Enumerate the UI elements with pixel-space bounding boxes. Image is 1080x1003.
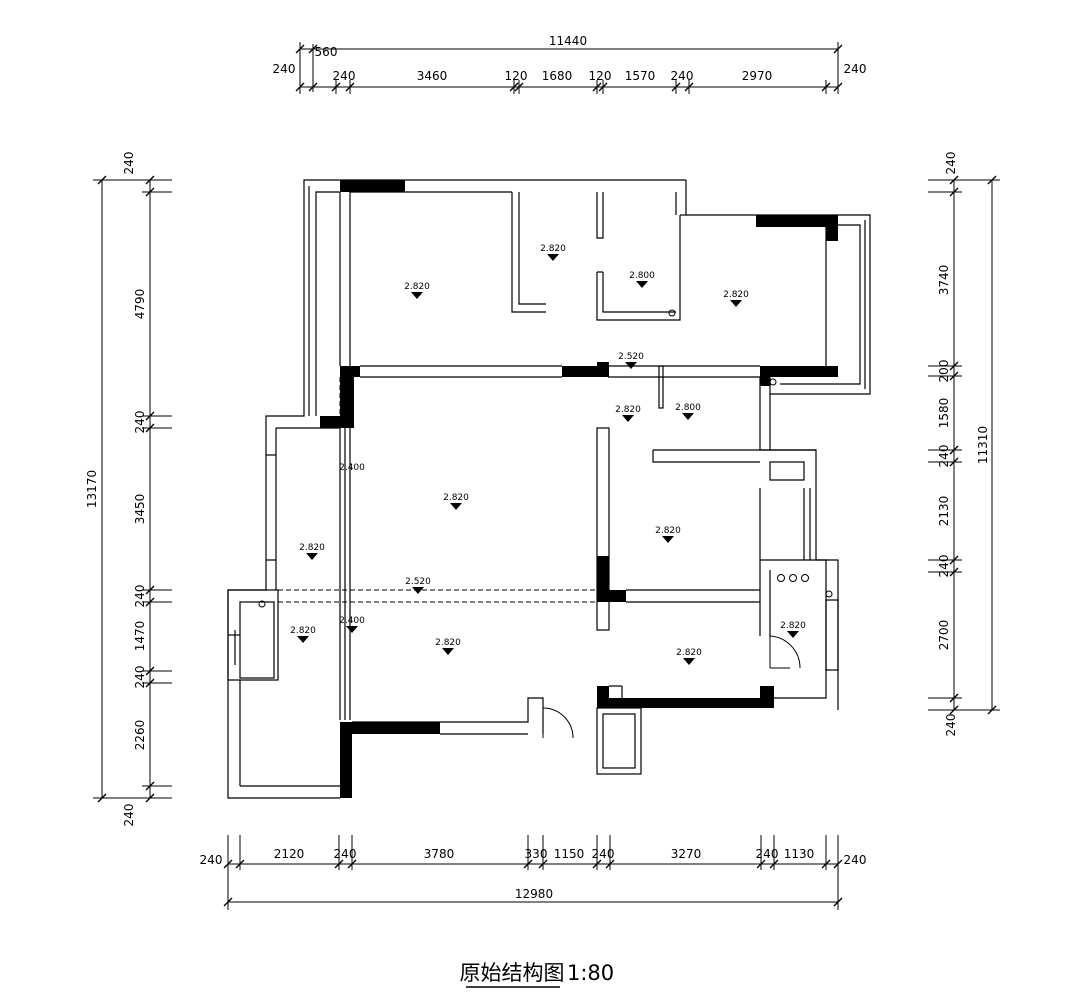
- ceiling-height-label: 2.820: [615, 405, 641, 415]
- ceiling-height-label: 2.520: [618, 352, 644, 362]
- dim-top-seg-6: 1570: [625, 69, 656, 83]
- dim-top-seg-3: 120: [505, 69, 528, 83]
- ceiling-height-label: 2.520: [405, 577, 431, 587]
- dim-left-outer-top: 240: [122, 152, 136, 175]
- dim-left-seg-6: 240: [133, 666, 147, 689]
- dim-right-seg-6: 240: [937, 555, 951, 578]
- ceiling-height-labels: 2.820 2.820 2.800 2.820 2.520 2.820 2.80…: [290, 244, 806, 658]
- wall-lines: [227, 179, 871, 799]
- dim-top-outer-right: 240: [844, 62, 867, 76]
- dim-top-offset: 560: [315, 45, 338, 59]
- drawing-title: 原始结构图: [460, 961, 565, 985]
- dim-right-seg-1: 3740: [937, 265, 951, 296]
- dim-bottom-seg-1: 2120: [274, 847, 305, 861]
- dim-right-seg-7: 2700: [937, 620, 951, 651]
- ceiling-height-label: 2.820: [299, 543, 325, 553]
- ceiling-height-label: 2.800: [675, 403, 701, 413]
- ceiling-height-label: 2.820: [723, 290, 749, 300]
- dim-top-seg-5: 120: [589, 69, 612, 83]
- dim-bottom-seg-2: 240: [334, 847, 357, 861]
- right-dimension-chain: [928, 175, 1000, 715]
- dim-top-outer-left: 240: [273, 62, 296, 76]
- dim-bottom-seg-9: 1130: [784, 847, 815, 861]
- dim-top-seg-4: 1680: [542, 69, 573, 83]
- dim-bottom-seg-3: 3780: [424, 847, 455, 861]
- dim-bottom-seg-7: 3270: [671, 847, 702, 861]
- ceiling-height-triangles: [297, 254, 799, 665]
- left-dimension-chain: [93, 175, 172, 803]
- dim-top-seg-7: 240: [671, 69, 694, 83]
- dim-right-seg-2: 200: [937, 360, 951, 383]
- dim-bottom-outer-left: 240: [200, 853, 223, 867]
- dim-right-seg-3: 1580: [937, 398, 951, 429]
- dim-right-seg-5: 2130: [937, 496, 951, 527]
- ceiling-height-label: 2.800: [629, 271, 655, 281]
- door-swings: [542, 635, 801, 739]
- dim-top-seg-8: 2970: [742, 69, 773, 83]
- drawing-scale: 1:80: [567, 961, 614, 985]
- ceiling-height-label: 2.820: [443, 493, 469, 503]
- dim-top-seg-2: 3460: [417, 69, 448, 83]
- dim-top-total: 11440: [549, 34, 587, 48]
- dim-right-outer-top: 240: [944, 152, 958, 175]
- dim-bottom-seg-6: 240: [592, 847, 615, 861]
- dim-left-seg-7: 2260: [133, 720, 147, 751]
- dim-left-seg-2: 240: [133, 411, 147, 434]
- top-dimension-chain: [295, 42, 843, 94]
- dim-top-seg-1: 240: [333, 69, 356, 83]
- ceiling-height-label: 2.820: [655, 526, 681, 536]
- dim-bottom-outer-right: 240: [844, 853, 867, 867]
- ceiling-height-label: 2.820: [780, 621, 806, 631]
- structural-columns: [320, 180, 838, 798]
- dim-right-total: 11310: [976, 426, 990, 464]
- dim-bottom-seg-5: 1150: [554, 847, 585, 861]
- dim-left-seg-1: 4790: [133, 289, 147, 320]
- ceiling-height-label: 2.820: [540, 244, 566, 254]
- dim-right-seg-4: 240: [937, 445, 951, 468]
- dim-right-outer-bottom: 240: [944, 714, 958, 737]
- dim-bottom-seg-8: 240: [756, 847, 779, 861]
- ceiling-height-label: 2.820: [435, 638, 461, 648]
- ceiling-height-label: 2.820: [404, 282, 430, 292]
- dim-left-seg-3: 3450: [133, 494, 147, 525]
- dim-left-seg-4: 240: [133, 585, 147, 608]
- dim-left-seg-5: 1470: [133, 621, 147, 652]
- fixtures: [258, 309, 833, 608]
- bottom-dimension-chain: [223, 835, 843, 910]
- dim-bottom-seg-4: 330: [525, 847, 548, 861]
- dim-bottom-total: 12980: [515, 887, 553, 901]
- dim-left-total: 13170: [85, 470, 99, 508]
- dim-left-outer-bottom: 240: [122, 804, 136, 827]
- ceiling-height-label: 2.400: [339, 463, 365, 473]
- ceiling-height-label: 2.820: [676, 648, 702, 658]
- ceiling-height-label: 2.820: [290, 626, 316, 636]
- ceiling-height-label: 2.400: [339, 616, 365, 626]
